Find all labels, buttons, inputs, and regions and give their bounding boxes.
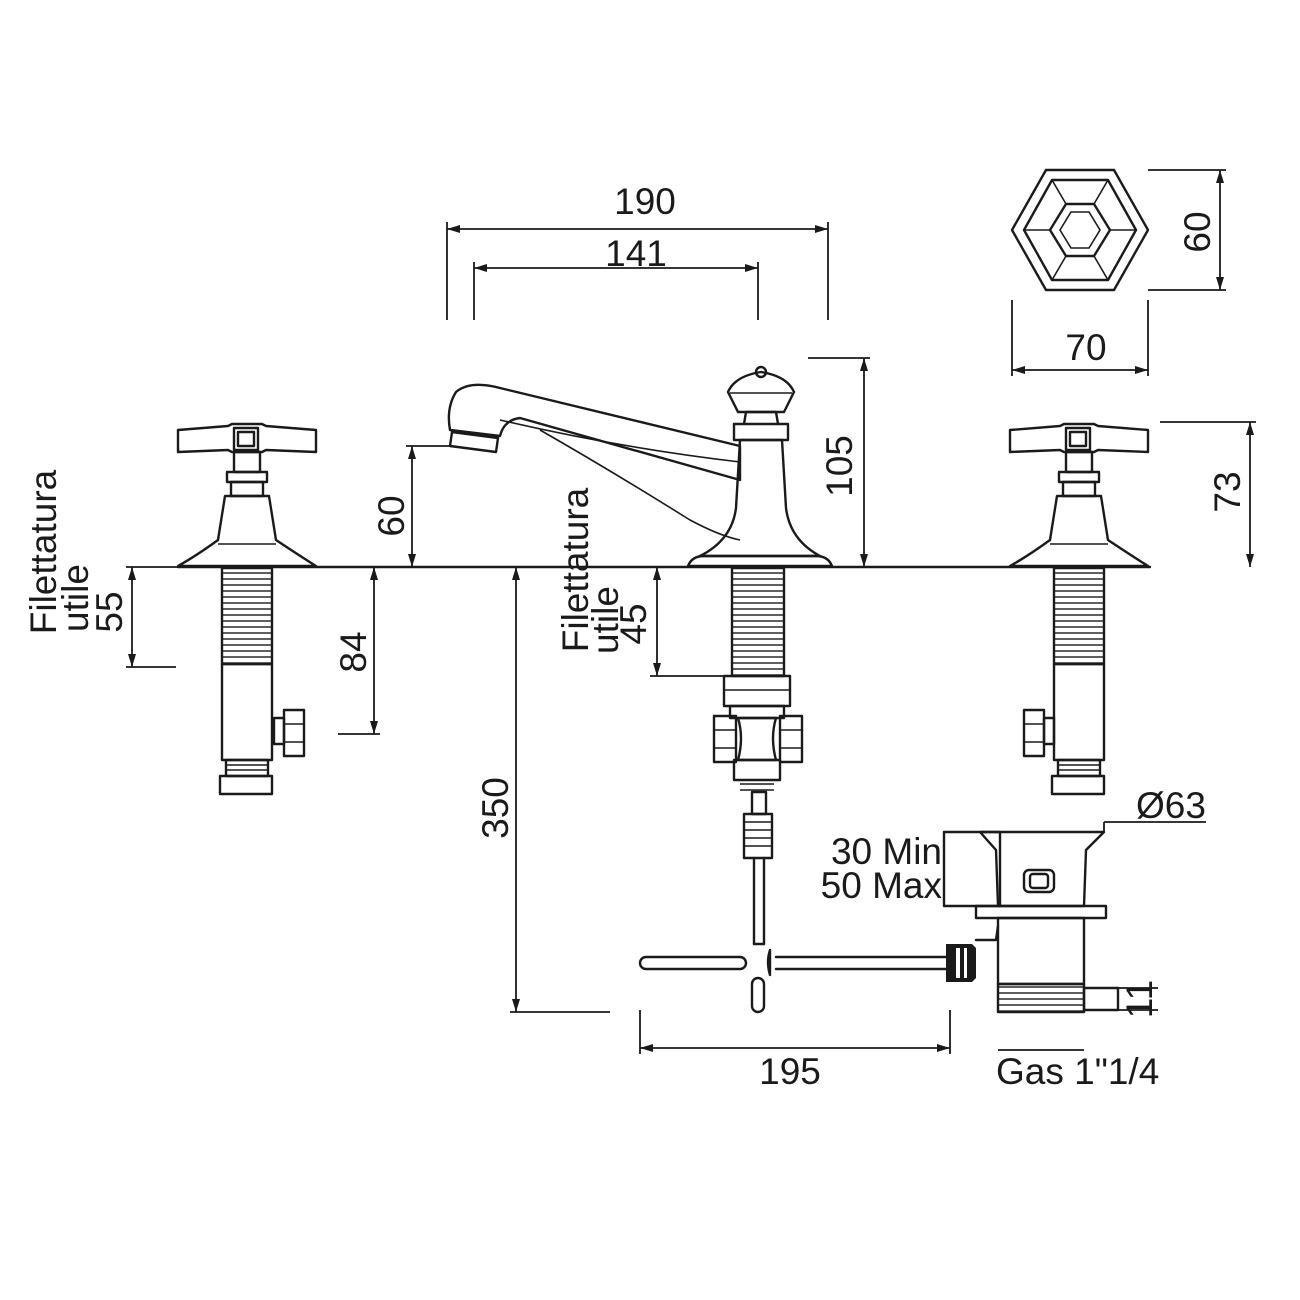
dim-195-label: 195 [759, 1051, 821, 1092]
thread-left-line2: utile [55, 564, 96, 632]
gas-thread-label: Gas 1"1/4 [996, 1051, 1159, 1092]
dim-11-label: 11 [1119, 980, 1160, 1018]
dimension-lines [126, 169, 1256, 1054]
dim-60-spout-label: 60 [371, 495, 412, 536]
dim-84-label: 84 [333, 631, 374, 672]
dim-60-hex-label: 60 [1177, 211, 1218, 252]
dim-141-label: 141 [605, 233, 667, 274]
left-cross-handle-tap [176, 422, 318, 796]
popup-rod [638, 944, 976, 1014]
dim-190-label: 190 [614, 181, 676, 222]
handle-top-view-hex [1010, 168, 1150, 292]
thread-spout-value: 45 [613, 603, 654, 644]
thread-spout-line2: utile [585, 586, 626, 654]
deck-max-label: 50 Max [821, 865, 943, 906]
dim-o63-label: Ø63 [1136, 785, 1206, 826]
spout-body [447, 365, 834, 946]
dim-73-label: 73 [1207, 471, 1248, 512]
deck-min-label: 30 Min [831, 831, 942, 872]
thread-spout-line1: Filettatura [555, 487, 596, 652]
dim-350-label: 350 [475, 777, 516, 839]
waste-assembly [942, 830, 1120, 1014]
dim-70-label: 70 [1065, 327, 1106, 368]
dim-105-label: 105 [819, 435, 860, 497]
thread-left-line1: Filettatura [23, 469, 64, 634]
dimension-labels: 190 141 70 195 Ø63 30 Min 50 Max Gas 1"1… [23, 181, 1248, 1092]
right-cross-handle-tap [1008, 422, 1150, 796]
thread-left-value: 55 [89, 591, 130, 632]
